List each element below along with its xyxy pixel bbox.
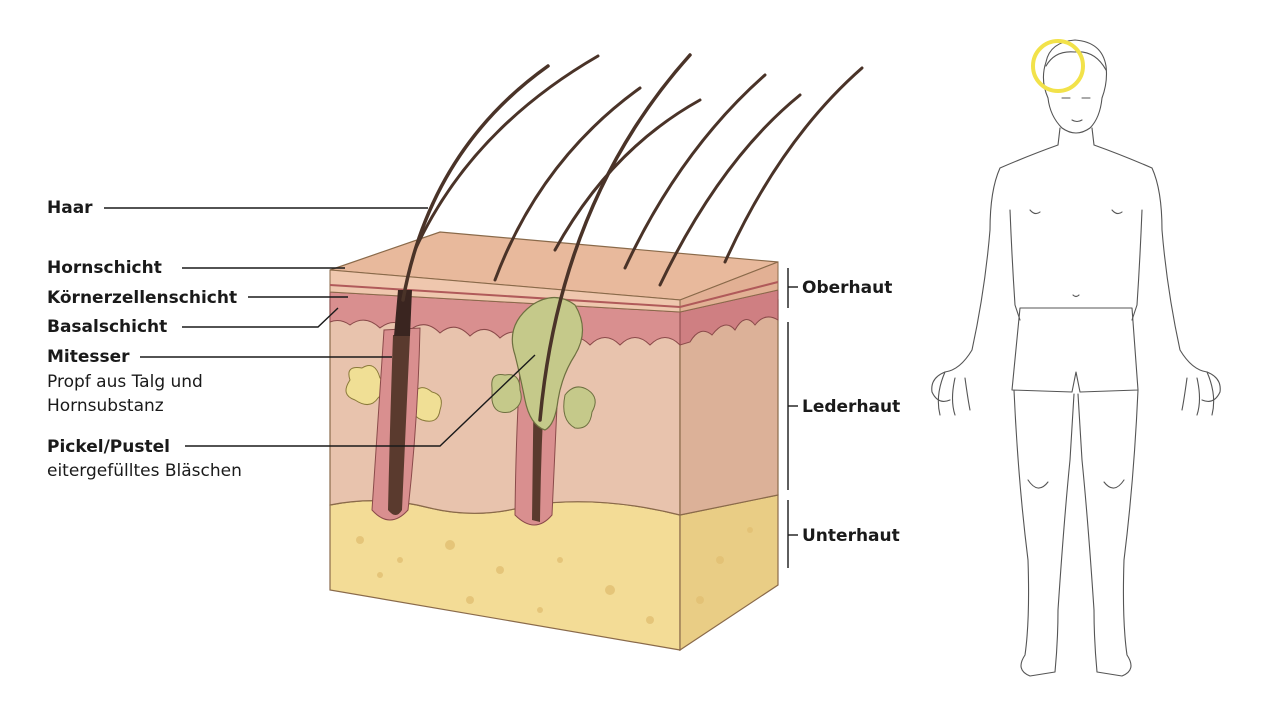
hairline	[1045, 51, 1107, 71]
label-blackhead-desc-2: Hornsubstanz	[47, 396, 164, 416]
hair-strand	[658, 93, 802, 287]
right-hand	[1181, 371, 1215, 416]
left-leg	[1013, 389, 1075, 677]
hair-strand	[413, 54, 600, 252]
epidermis-side	[679, 289, 779, 346]
label-dermis: Lederhaut	[802, 397, 900, 417]
hair-strand	[401, 64, 550, 302]
hair-strand	[553, 98, 702, 252]
layer-brackets: Oberhaut Lederhaut Unterhaut	[787, 268, 900, 568]
leader-pimple	[185, 354, 536, 447]
face-features	[1061, 97, 1091, 123]
skin-block	[329, 231, 779, 652]
hair-strand	[493, 86, 642, 282]
hair-strand	[723, 66, 864, 264]
label-pimple-desc: eitergefülltes Bläschen	[47, 461, 242, 481]
dermis-side	[679, 299, 779, 516]
blackhead-opening	[394, 290, 412, 336]
label-hair: Haar	[47, 198, 93, 218]
leader-stratum-basale	[182, 307, 339, 328]
hair-strand	[538, 53, 692, 422]
highlight-ring	[1031, 39, 1085, 93]
hair-strand	[623, 73, 767, 270]
label-stratum-basale: Basalschicht	[47, 317, 167, 337]
subcutis-side	[679, 494, 779, 652]
label-blackhead: Mitesser	[47, 347, 130, 367]
torso-details	[1029, 209, 1123, 298]
pimple-gland-right	[563, 386, 596, 429]
left-labels: Haar Hornschicht Körnerzellenschicht Bas…	[47, 198, 536, 481]
left-side-outline	[931, 127, 1061, 402]
pimple-gland-left	[491, 374, 522, 413]
granular-line	[329, 281, 779, 309]
right-leg	[1077, 389, 1139, 677]
blackhead-plug	[388, 335, 410, 515]
label-stratum-granulosum: Körnerzellenschicht	[47, 288, 237, 308]
body-figure	[931, 39, 1221, 677]
label-stratum-corneum: Hornschicht	[47, 258, 162, 278]
label-pimple: Pickel/Pustel	[47, 437, 170, 457]
fat-texture	[356, 527, 753, 624]
epidermis-front	[329, 291, 681, 347]
label-blackhead-desc-1: Propf aus Talg und	[47, 372, 203, 392]
shorts	[1011, 307, 1139, 393]
right-side-outline	[1091, 127, 1221, 402]
knees	[1027, 479, 1125, 489]
left-hand	[937, 371, 971, 416]
hairs	[401, 53, 864, 422]
head-outline	[1042, 39, 1108, 134]
label-epidermis: Oberhaut	[802, 278, 892, 298]
label-subcutis: Unterhaut	[802, 526, 900, 546]
